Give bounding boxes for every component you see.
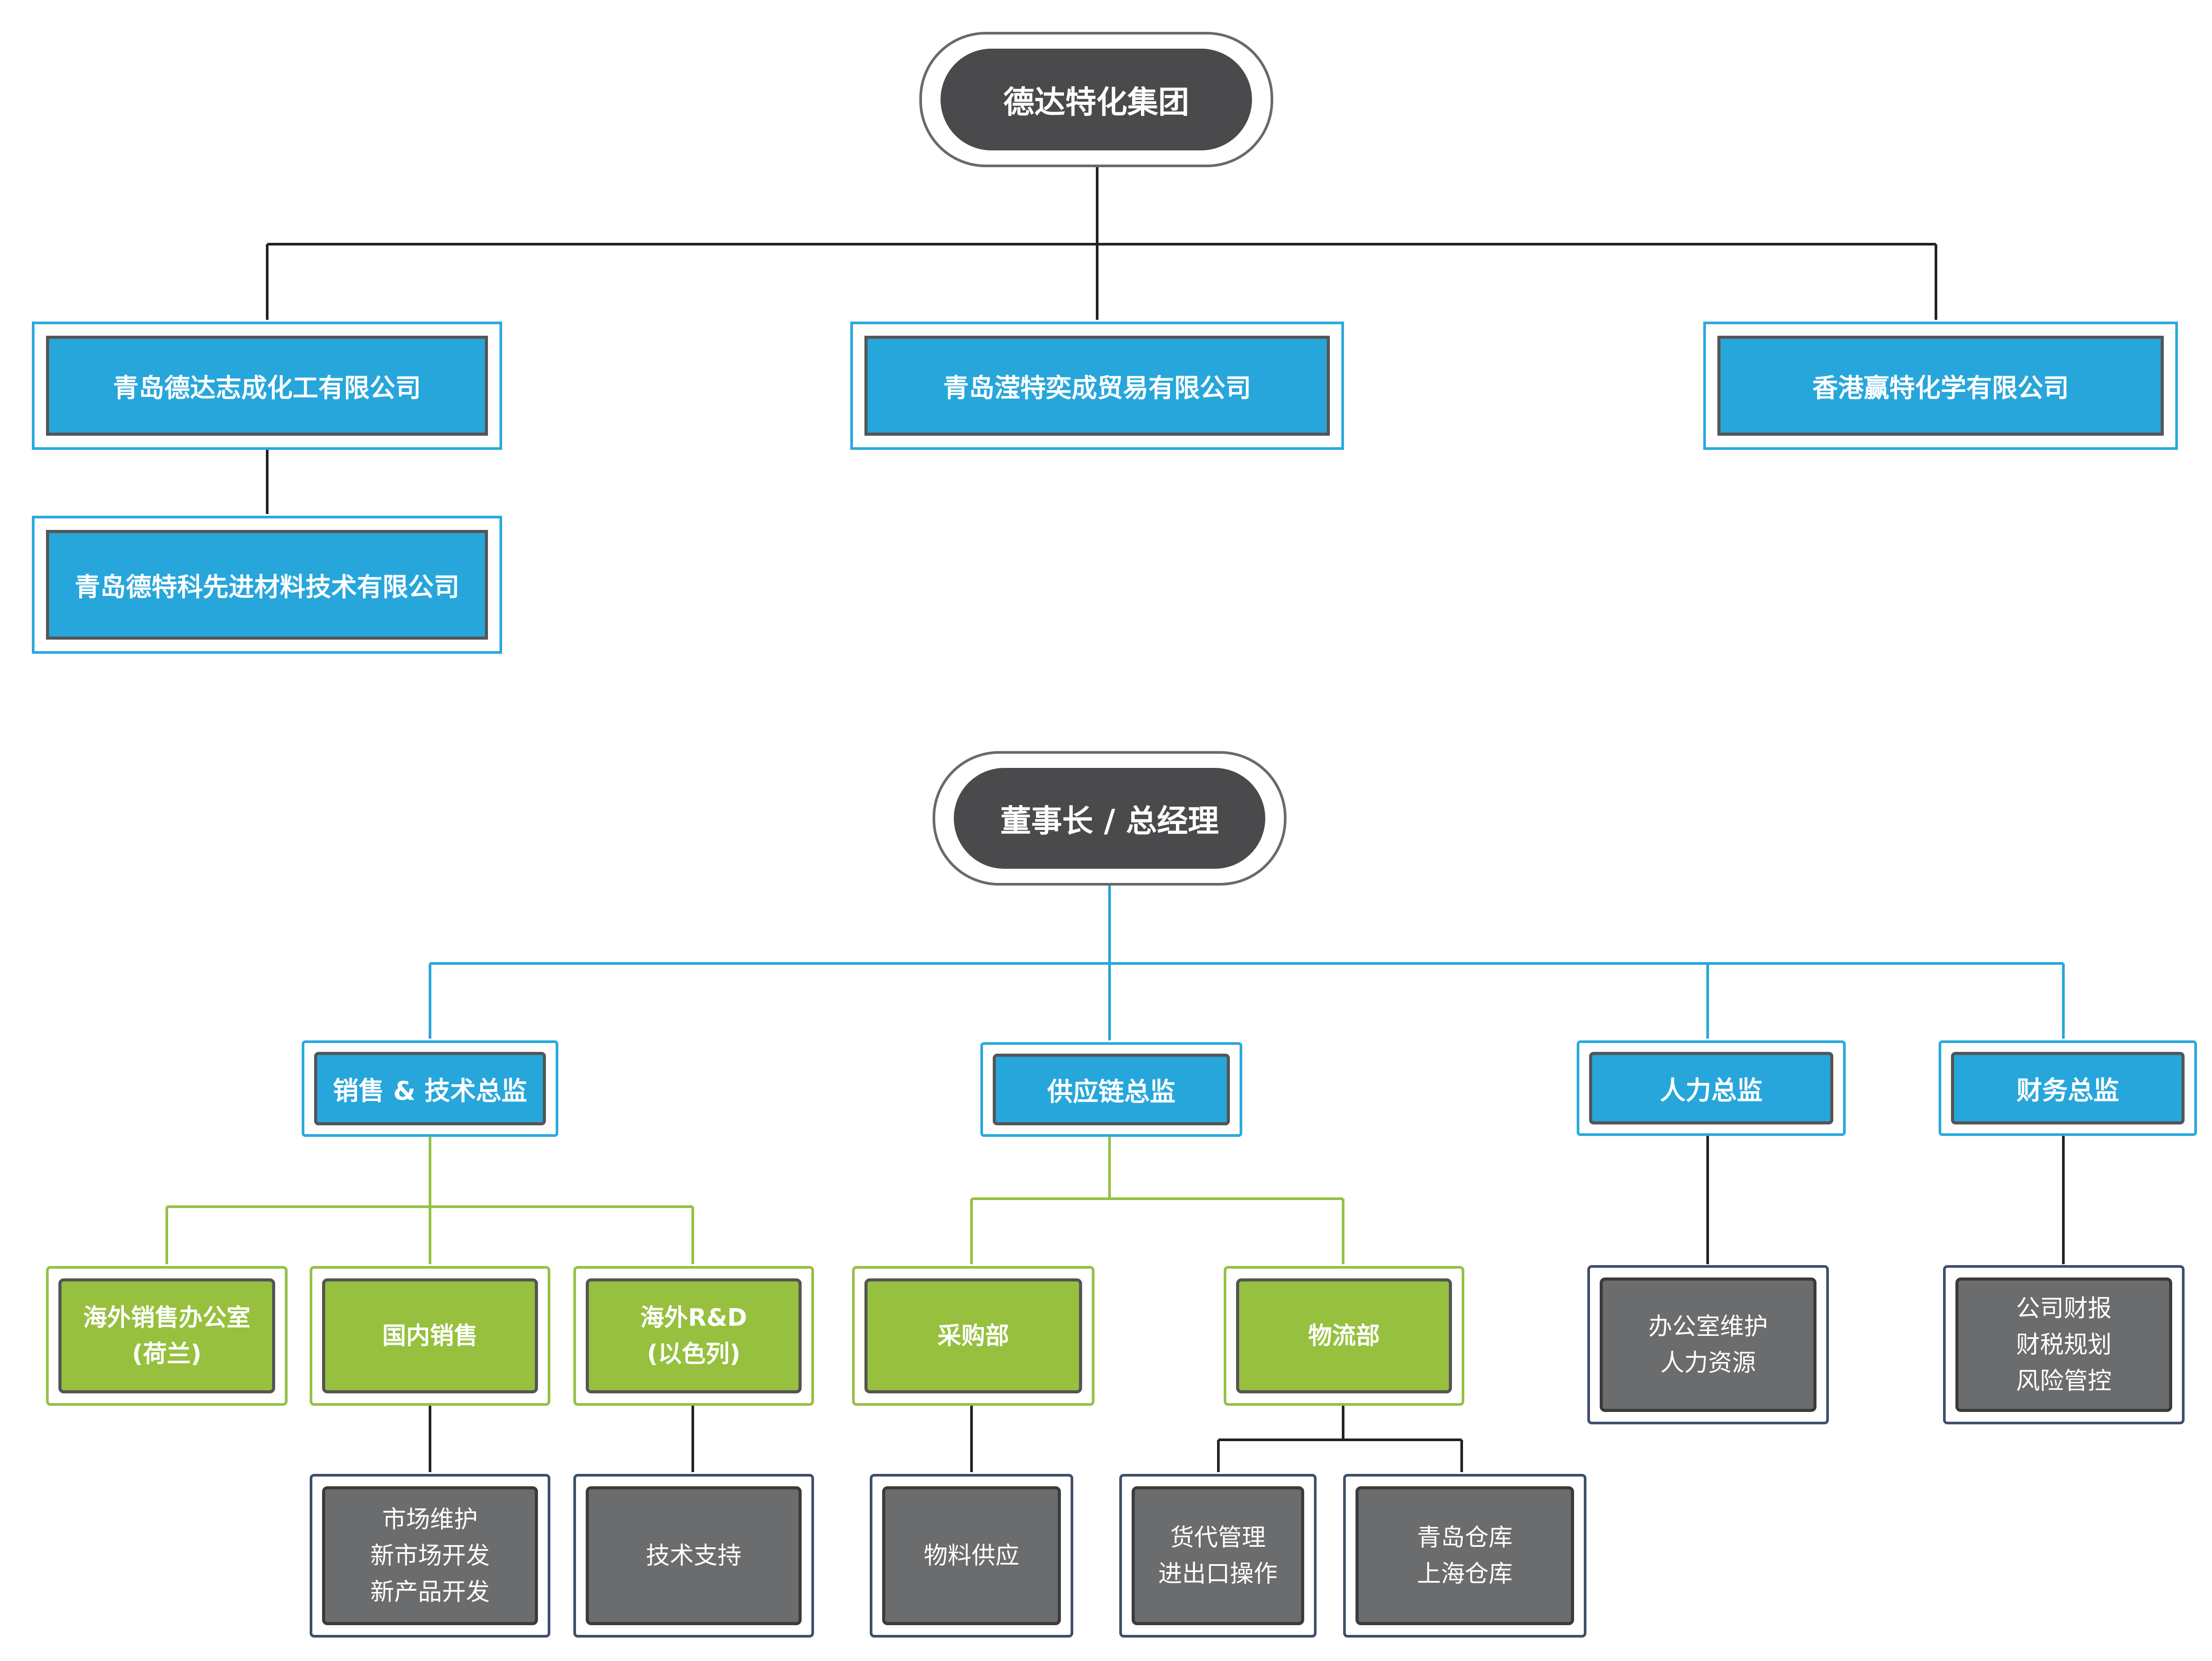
duty-node-domestic-sales: 市场维护 新市场开发 新产品开发	[310, 1474, 550, 1638]
department-lines	[165, 1135, 1344, 1264]
subsidiary-node-3: 香港赢特化学有限公司	[1703, 322, 2178, 450]
dept-node-purchasing: 采购部	[852, 1266, 1094, 1406]
chairman-label: 董事长 / 总经理	[954, 768, 1265, 869]
director-label-sales-tech: 销售 & 技术总监	[314, 1052, 546, 1125]
group-tree-lines	[266, 165, 1937, 514]
chairman-node: 董事长 / 总经理	[933, 751, 1286, 886]
duty-label-overseas-rd: 技术支持	[586, 1486, 802, 1625]
duty-node-hr: 办公室维护 人力资源	[1587, 1265, 1829, 1424]
director-label-supply-chain: 供应链总监	[993, 1054, 1230, 1125]
director-node-hr: 人力总监	[1577, 1040, 1846, 1136]
duty-label-logistics-2: 青岛仓库 上海仓库	[1356, 1486, 1574, 1625]
duty-node-logistics-1: 货代管理 进出口操作	[1119, 1474, 1317, 1638]
group-root-node: 德达特化集团	[919, 32, 1273, 167]
dept-label-logistics: 物流部	[1236, 1278, 1452, 1393]
dept-label-overseas-sales: 海外销售办公室 (荷兰)	[58, 1278, 275, 1393]
director-label-finance: 财务总监	[1951, 1052, 2185, 1124]
sub-subsidiary-label: 青岛德特科先进材料技术有限公司	[46, 530, 488, 640]
duty-label-domestic-sales: 市场维护 新市场开发 新产品开发	[322, 1486, 538, 1625]
sub-subsidiary-node: 青岛德特科先进材料技术有限公司	[32, 516, 502, 654]
duty-node-purchasing: 物料供应	[870, 1474, 1073, 1638]
duty-node-overseas-rd: 技术支持	[573, 1474, 814, 1638]
dept-label-purchasing: 采购部	[864, 1278, 1082, 1393]
dept-node-logistics: 物流部	[1224, 1266, 1464, 1406]
subsidiary-node-1: 青岛德达志成化工有限公司	[32, 322, 502, 450]
dept-label-overseas-rd: 海外R&D (以色列)	[586, 1278, 802, 1393]
dept-node-overseas-sales: 海外销售办公室 (荷兰)	[46, 1266, 288, 1406]
director-node-sales-tech: 销售 & 技术总监	[302, 1040, 558, 1137]
duty-label-logistics-1: 货代管理 进出口操作	[1132, 1486, 1304, 1625]
subsidiary-label-2: 青岛滢特奕成贸易有限公司	[864, 336, 1330, 436]
subsidiary-node-2: 青岛滢特奕成贸易有限公司	[850, 322, 1344, 450]
dept-node-overseas-rd: 海外R&D (以色列)	[573, 1266, 814, 1406]
duty-label-hr: 办公室维护 人力资源	[1600, 1277, 1816, 1412]
duty-node-logistics-2: 青岛仓库 上海仓库	[1343, 1474, 1586, 1638]
subsidiary-label-1: 青岛德达志成化工有限公司	[46, 336, 488, 436]
group-root-label: 德达特化集团	[941, 49, 1252, 150]
director-lines	[429, 880, 2065, 1040]
director-node-finance: 财务总监	[1939, 1040, 2197, 1136]
dept-label-domestic-sales: 国内销售	[322, 1278, 538, 1393]
director-node-supply-chain: 供应链总监	[980, 1042, 1242, 1137]
subsidiary-label-3: 香港赢特化学有限公司	[1717, 336, 2164, 436]
duty-label-finance: 公司财报 财税规划 风险管控	[1955, 1277, 2172, 1412]
dept-node-domestic-sales: 国内销售	[310, 1266, 550, 1406]
duty-label-purchasing: 物料供应	[882, 1486, 1061, 1625]
duty-lines	[429, 1135, 2065, 1472]
director-label-hr: 人力总监	[1589, 1052, 1833, 1124]
duty-node-finance: 公司财报 财税规划 风险管控	[1943, 1265, 2185, 1424]
